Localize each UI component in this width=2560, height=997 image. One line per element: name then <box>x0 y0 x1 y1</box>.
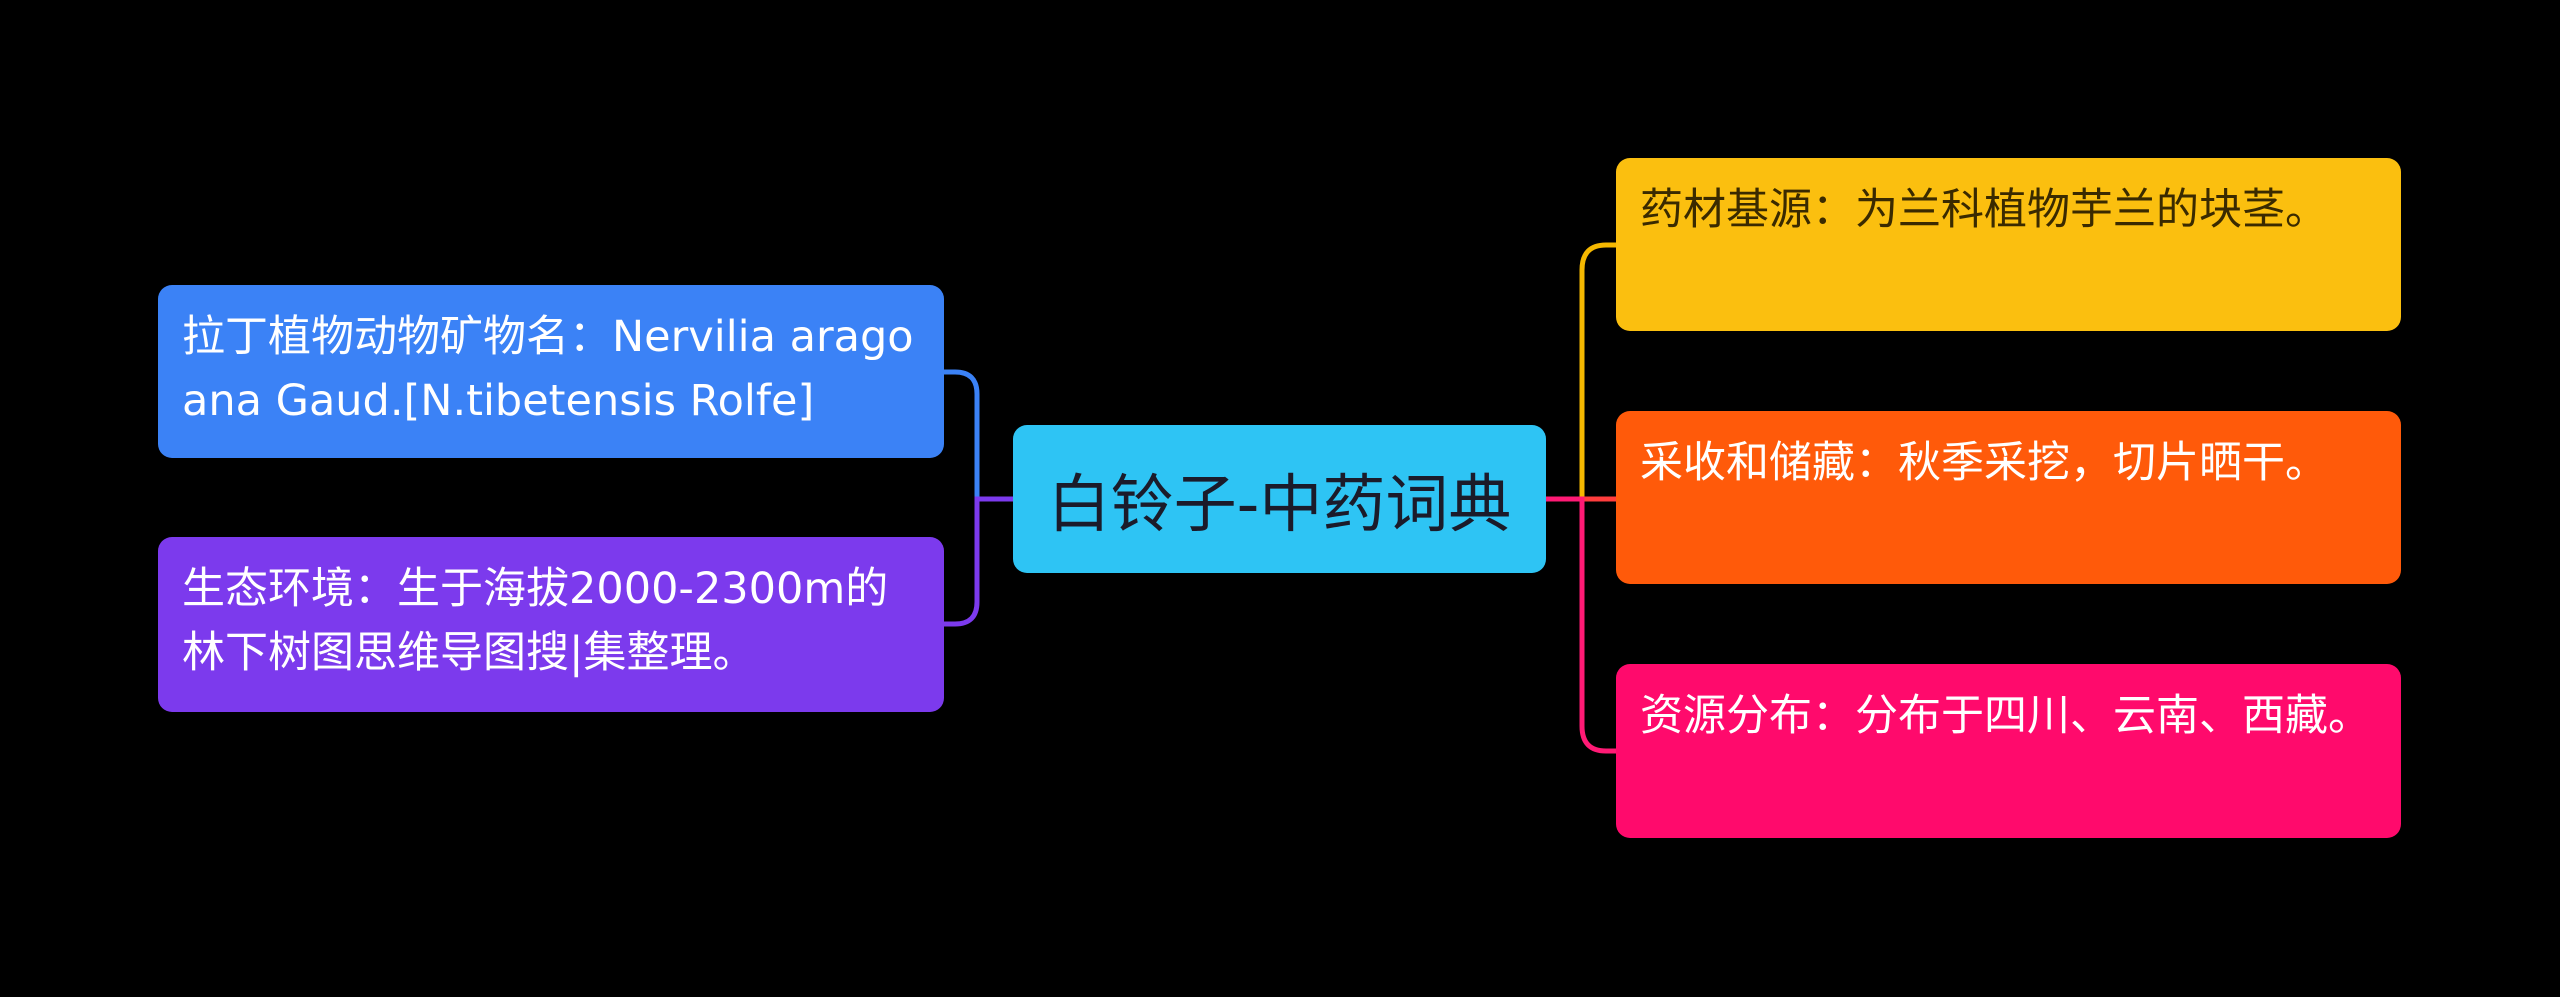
branch-node-latin-name[interactable]: 拉丁植物动物矿物名：Nervilia aragoana Gaud.[N.tibe… <box>158 285 944 458</box>
central-topic-label: 白铃子-中药词典 <box>1047 467 1512 541</box>
central-topic-node[interactable]: 白铃子-中药词典 <box>1013 425 1546 573</box>
connector-right-1 <box>1546 242 1616 502</box>
branch-label-habitat: 生态环境：生于海拔2000-2300m的林下树图思维导图搜|集整理。 <box>182 564 889 678</box>
branch-node-source[interactable]: 药材基源：为兰科植物芋兰的块茎。 <box>1616 158 2401 331</box>
branch-label-distribution: 资源分布：分布于四川、云南、西藏。 <box>1640 691 2371 741</box>
branch-node-harvest[interactable]: 采收和储藏：秋季采挖，切片晒干。 <box>1616 411 2401 584</box>
branch-label-latin-name: 拉丁植物动物矿物名：Nervilia aragoana Gaud.[N.tibe… <box>182 312 914 426</box>
connector-left-2 <box>944 496 1013 627</box>
branch-node-habitat[interactable]: 生态环境：生于海拔2000-2300m的林下树图思维导图搜|集整理。 <box>158 537 944 712</box>
branch-label-harvest: 采收和储藏：秋季采挖，切片晒干。 <box>1640 438 2328 488</box>
connector-left-1 <box>944 369 1013 502</box>
connector-right-3 <box>1546 496 1616 754</box>
branch-label-source: 药材基源：为兰科植物芋兰的块茎。 <box>1640 185 2328 235</box>
branch-node-distribution[interactable]: 资源分布：分布于四川、云南、西藏。 <box>1616 664 2401 838</box>
